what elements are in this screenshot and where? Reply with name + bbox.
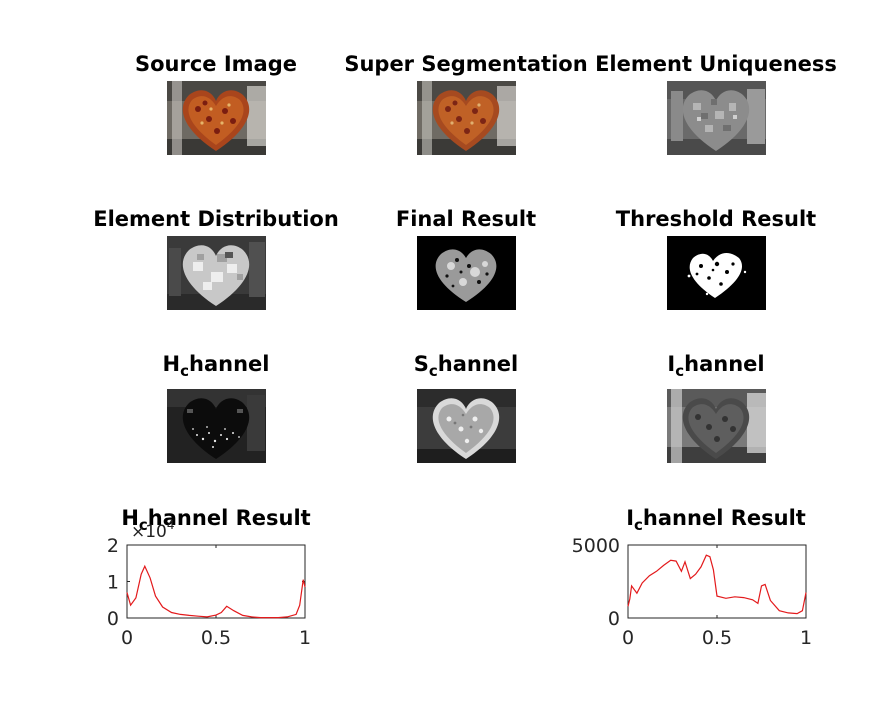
x-tick-label: 1 xyxy=(299,627,311,649)
uniqueness-image xyxy=(667,81,766,155)
panel-title: Hchannel Result xyxy=(121,506,311,534)
panel-title: Ichannel xyxy=(667,352,765,380)
axes-box xyxy=(126,544,306,619)
panel-title: Element Distribution xyxy=(93,207,339,231)
y-tick-label: 5000 xyxy=(572,535,620,557)
y-tick-label: 0 xyxy=(608,608,620,630)
y-tick-label: 2 xyxy=(107,535,119,557)
x-tick-label: 0 xyxy=(121,627,133,649)
h-channel-image xyxy=(167,389,266,463)
panel-title: Final Result xyxy=(395,207,537,231)
panel-title: Threshold Result xyxy=(615,207,817,231)
panel-title: Hchannel xyxy=(162,352,270,380)
superseg-image xyxy=(417,81,516,155)
y-tick-label: 1 xyxy=(107,572,119,594)
panel-title: Element Uniqueness xyxy=(595,52,837,76)
x-tick-label: 0 xyxy=(622,627,634,649)
x-tick-label: 0.5 xyxy=(201,627,231,649)
s-channel-image xyxy=(417,389,516,463)
source-image xyxy=(167,81,266,155)
i-result-chart: 0 0.5 1 0 5000 xyxy=(572,535,812,649)
y-tick-label: 0 xyxy=(107,608,119,630)
x-tick-label: 0.5 xyxy=(702,627,732,649)
series-line xyxy=(126,564,306,619)
panel-title: Ichannel Result xyxy=(626,506,806,534)
i-channel-image xyxy=(667,389,766,463)
threshold-image xyxy=(667,236,766,310)
panel-title: Source Image xyxy=(134,52,298,76)
final-image xyxy=(417,236,516,310)
series-line xyxy=(627,554,807,615)
axes-box xyxy=(627,544,807,619)
panel-title: Super Segmentation xyxy=(344,52,588,76)
panel-title: Schannel xyxy=(413,352,519,380)
distribution-image xyxy=(167,236,266,310)
x-tick-label: 1 xyxy=(800,627,812,649)
